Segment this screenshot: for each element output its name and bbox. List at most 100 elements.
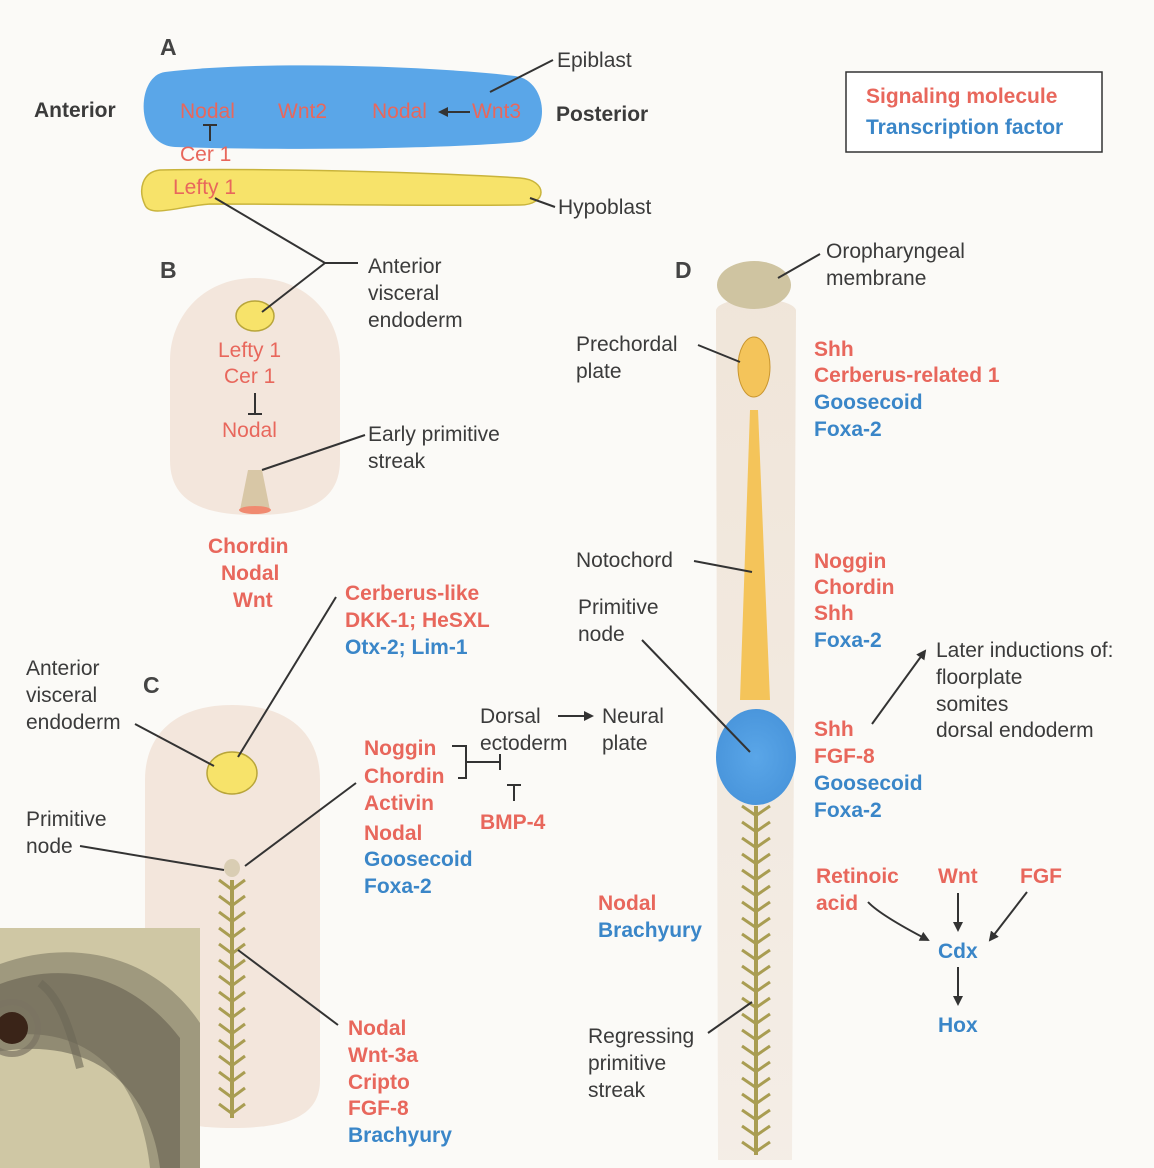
d-node-sig-2: FGF-8: [814, 745, 875, 768]
prechordal-label-1: Prechordal: [576, 333, 678, 356]
ave-b-label-2: visceral: [368, 282, 439, 305]
wnt2-label: Wnt2: [278, 100, 327, 123]
later-inductions-arrow: [872, 651, 925, 724]
oro-label-1: Oropharyngeal: [826, 240, 965, 263]
oro-label-2: membrane: [826, 267, 926, 290]
later-4: dorsal endoderm: [936, 719, 1094, 742]
panel-label-b: B: [160, 257, 177, 283]
ave-b-label-1: Anterior: [368, 255, 442, 278]
d-noto-sig-2: Chordin: [814, 576, 894, 599]
ave-c-label-1: Anterior: [26, 657, 100, 680]
cer1-label-b: Cer 1: [224, 365, 275, 388]
d-pre-sig-1: Shh: [814, 338, 854, 361]
d-node-tf-2: Foxa-2: [814, 799, 882, 822]
ave-b-circle: [236, 301, 274, 331]
d-node-sig-1: Shh: [814, 718, 854, 741]
lefty1-label-b: Lefty 1: [218, 339, 281, 362]
legend-signaling: Signaling molecule: [866, 85, 1057, 108]
nodal-anterior: Nodal: [180, 100, 235, 123]
ra-label-2: acid: [816, 892, 858, 915]
d-noto-tf: Foxa-2: [814, 629, 882, 652]
c-streak-sig-1: Nodal: [348, 1017, 406, 1040]
regress-label-1: Regressing: [588, 1025, 694, 1048]
c-top-sig-2: DKK-1; HeSXL: [345, 609, 490, 632]
lefty1-label-a: Lefty 1: [173, 176, 236, 199]
primitive-node-d: [716, 709, 796, 805]
embryo-photo-image: [0, 928, 200, 1168]
prechordal-label-2: plate: [576, 360, 622, 383]
regress-label-2: primitive: [588, 1052, 666, 1075]
noggin-chordin-bracket: [452, 746, 466, 778]
c-node-sig-2: Chordin: [364, 765, 444, 788]
wnt3-label: Wnt3: [472, 100, 521, 123]
streak-tip: [239, 506, 271, 514]
later-2: floorplate: [936, 666, 1022, 689]
d-noto-sig-3: Shh: [814, 602, 854, 625]
c-node-tf-2: Foxa-2: [364, 875, 432, 898]
oro-leader: [778, 254, 820, 278]
cer1-label-a: Cer 1: [180, 143, 231, 166]
c-top-tf: Otx-2; Lim-1: [345, 636, 468, 659]
c-streak-sig-2: Wnt-3a: [348, 1044, 418, 1067]
panel-label-d: D: [675, 257, 692, 283]
d-pre-tf-2: Foxa-2: [814, 418, 882, 441]
ave-c-label-3: endoderm: [26, 711, 121, 734]
d-node-tf-1: Goosecoid: [814, 772, 923, 795]
later-1: Later inductions of:: [936, 639, 1113, 662]
b-sig-1: Chordin: [208, 535, 288, 558]
prechordal-plate: [738, 337, 770, 397]
dorsal-label: Dorsal: [480, 705, 541, 728]
embryo-photo: [0, 928, 200, 1168]
fgf-to-cdx-arrow: [990, 892, 1027, 940]
later-3: somites: [936, 693, 1008, 716]
ave-c-label-2: visceral: [26, 684, 97, 707]
hox-label: Hox: [938, 1014, 978, 1037]
panel-label-a: A: [160, 34, 177, 60]
c-streak-sig-4: FGF-8: [348, 1097, 409, 1120]
wnt-label-d: Wnt: [938, 865, 978, 888]
node-c: [224, 859, 240, 877]
bmp4-label: BMP-4: [480, 811, 546, 834]
early-streak-label-2: streak: [368, 450, 426, 473]
ra-to-cdx-arrow: [868, 902, 928, 940]
nodal-label-b: Nodal: [222, 419, 277, 442]
cdx-label: Cdx: [938, 940, 978, 963]
oropharyngeal-membrane: [717, 261, 791, 309]
notochord-label: Notochord: [576, 549, 673, 572]
neural-label: Neural: [602, 705, 664, 728]
ave-b-label-3: endoderm: [368, 309, 463, 332]
d-pre-sig-2: Cerberus-related 1: [814, 364, 1000, 387]
regress-label-3: streak: [588, 1079, 646, 1102]
plate-label: plate: [602, 732, 648, 755]
epiblast-label: Epiblast: [557, 49, 632, 72]
c-streak-sig-3: Cripto: [348, 1071, 410, 1094]
d-streak-sig: Nodal: [598, 892, 656, 915]
c-top-sig-1: Cerberus-like: [345, 582, 479, 605]
c-node-sig-3: Activin: [364, 792, 434, 815]
panel-label-c: C: [143, 672, 160, 698]
legend-box: [846, 72, 1102, 152]
d-noto-sig-1: Noggin: [814, 550, 886, 573]
node-c-label-2: node: [26, 835, 73, 858]
c-node-sig-4: Nodal: [364, 822, 422, 845]
ave-leader-a: [215, 198, 325, 263]
legend-transcription: Transcription factor: [866, 116, 1063, 139]
ra-label-1: Retinoic: [816, 865, 899, 888]
c-node-tf-1: Goosecoid: [364, 848, 473, 871]
node-d-label-1: Primitive: [578, 596, 659, 619]
c-streak-tf: Brachyury: [348, 1124, 452, 1147]
fgf-label-d: FGF: [1020, 865, 1062, 888]
d-streak-tf: Brachyury: [598, 919, 702, 942]
ectoderm-label: ectoderm: [480, 732, 568, 755]
node-d-label-2: node: [578, 623, 625, 646]
b-sig-3: Wnt: [233, 589, 273, 612]
ave-c-circle: [207, 752, 257, 794]
nodal-posterior: Nodal: [372, 100, 427, 123]
b-sig-2: Nodal: [221, 562, 279, 585]
node-c-label-1: Primitive: [26, 808, 107, 831]
early-streak-label-1: Early primitive: [368, 423, 500, 446]
posterior-label: Posterior: [556, 103, 648, 126]
c-node-sig-1: Noggin: [364, 737, 436, 760]
anterior-label: Anterior: [34, 99, 116, 122]
hypoblast-label: Hypoblast: [558, 196, 652, 219]
